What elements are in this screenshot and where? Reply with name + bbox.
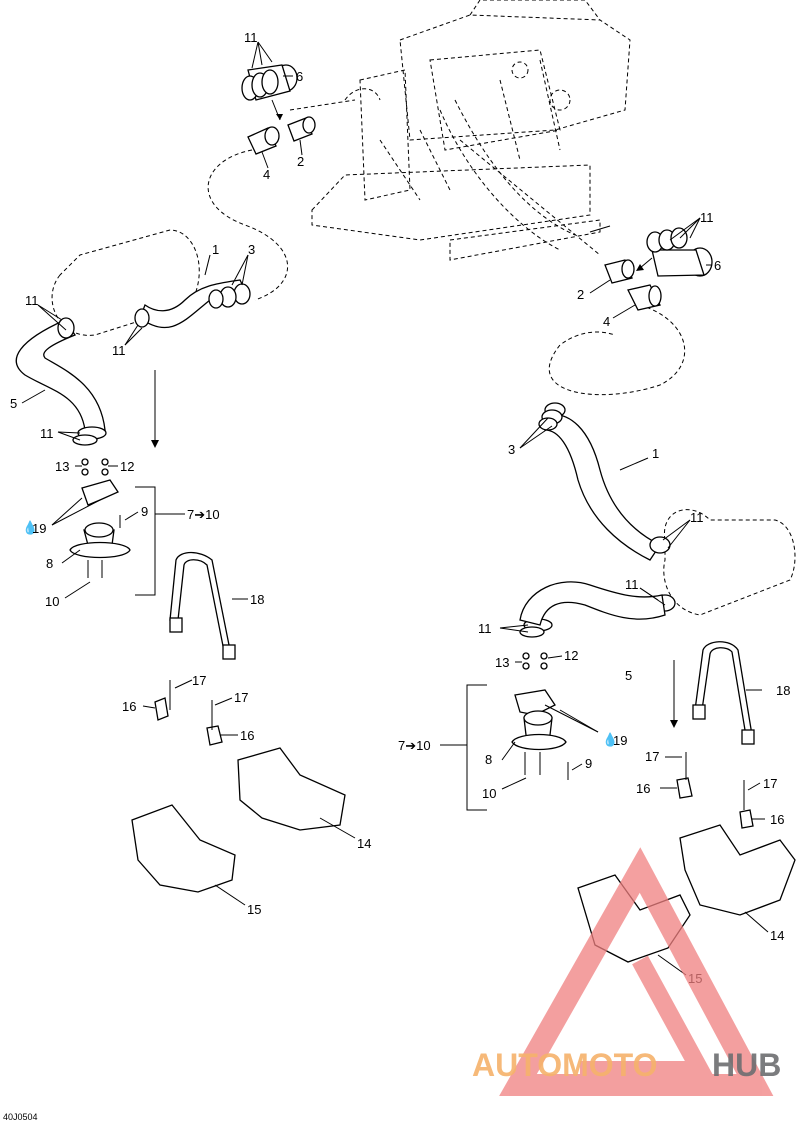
callout-10: 10 bbox=[45, 594, 59, 609]
right-nuts bbox=[522, 652, 548, 670]
right-group-bracket bbox=[466, 684, 487, 811]
callout-5: 5 bbox=[625, 668, 632, 683]
callout-14: 14 bbox=[770, 928, 784, 943]
callout-11: 11 bbox=[478, 621, 492, 636]
right-sleeves bbox=[604, 257, 662, 311]
callout-12: 12 bbox=[120, 459, 134, 474]
watermark-text: AUTOMOTO HUB bbox=[472, 1047, 781, 1083]
watermark-text-part1: AUTOMOTO bbox=[472, 1047, 657, 1083]
right-muffler-outline bbox=[663, 509, 796, 616]
callout-labels: 11 6 2 4 1 3 11 11 5 11 13 12 💧 19 9 7➔1… bbox=[10, 30, 790, 986]
callout-3: 3 bbox=[248, 242, 255, 257]
left-muffler-outline bbox=[51, 229, 200, 336]
callout-5: 5 bbox=[10, 396, 17, 411]
callout-11: 11 bbox=[700, 210, 714, 225]
callout-15: 15 bbox=[247, 902, 261, 917]
callout-10: 10 bbox=[482, 786, 496, 801]
left-strap bbox=[169, 551, 231, 652]
callout-17: 17 bbox=[234, 690, 248, 705]
callout-11: 11 bbox=[625, 577, 639, 592]
callout-6: 6 bbox=[714, 258, 721, 273]
callout-11: 11 bbox=[40, 426, 54, 441]
callout-1: 1 bbox=[212, 242, 219, 257]
right-hose-5 bbox=[519, 581, 666, 626]
callout-7-10: 7➔10 bbox=[187, 507, 220, 522]
left-brackets-16 bbox=[154, 680, 223, 746]
callout-9: 9 bbox=[141, 504, 148, 519]
left-group-bracket bbox=[135, 486, 156, 596]
left-flange-assembly bbox=[69, 479, 131, 578]
callout-7-10: 7➔10 bbox=[398, 738, 431, 753]
callout-19: 19 bbox=[32, 521, 46, 536]
watermark-text-part2: HUB bbox=[712, 1047, 781, 1083]
callout-16: 16 bbox=[240, 728, 254, 743]
callout-11: 11 bbox=[25, 293, 39, 308]
callout-8: 8 bbox=[46, 556, 53, 571]
callout-16: 16 bbox=[636, 781, 650, 796]
callout-1: 1 bbox=[652, 446, 659, 461]
watermark-logo bbox=[499, 847, 774, 1096]
watermark-triangle-outer bbox=[499, 847, 774, 1096]
left-sleeves bbox=[247, 99, 316, 155]
engine-outline bbox=[311, 0, 631, 261]
left-clamps-11 bbox=[57, 317, 107, 446]
route-line-left bbox=[207, 149, 289, 301]
callout-4: 4 bbox=[603, 314, 610, 329]
route-line-engine bbox=[459, 139, 601, 256]
callout-17: 17 bbox=[645, 749, 659, 764]
left-block-14 bbox=[237, 747, 346, 831]
callout-6: 6 bbox=[296, 69, 303, 84]
callout-16: 16 bbox=[122, 699, 136, 714]
left-top-clamp-set bbox=[241, 64, 298, 101]
callout-17: 17 bbox=[192, 673, 206, 688]
callout-19: 19 bbox=[613, 733, 627, 748]
callout-13: 13 bbox=[495, 655, 509, 670]
right-brackets-16 bbox=[676, 752, 754, 829]
callout-8: 8 bbox=[485, 752, 492, 767]
callout-14: 14 bbox=[357, 836, 371, 851]
left-nuts bbox=[81, 458, 109, 476]
callout-11: 11 bbox=[244, 30, 258, 45]
left-block-15 bbox=[131, 804, 236, 893]
callout-18: 18 bbox=[776, 683, 790, 698]
callout-18: 18 bbox=[250, 592, 264, 607]
leader-lines bbox=[21, 41, 769, 976]
callout-11: 11 bbox=[112, 343, 126, 358]
drop-icon: 💧 bbox=[602, 732, 618, 747]
right-strap bbox=[694, 641, 753, 737]
route-line-top bbox=[289, 99, 356, 111]
drop-icon: 💧 bbox=[22, 520, 38, 535]
callout-16: 16 bbox=[770, 812, 784, 827]
left-clamps-3 bbox=[134, 283, 251, 328]
right-block-14 bbox=[679, 824, 796, 916]
callout-3: 3 bbox=[508, 442, 515, 457]
callout-12: 12 bbox=[564, 648, 578, 663]
right-clamps-3 bbox=[538, 402, 566, 431]
right-top-clamp-set bbox=[646, 227, 713, 277]
left-hose-5 bbox=[15, 319, 106, 431]
callout-11: 11 bbox=[690, 510, 704, 525]
callout-13: 13 bbox=[55, 459, 69, 474]
right-hose-1 bbox=[544, 413, 661, 561]
watermark-triangle-inner bbox=[580, 955, 716, 1079]
callout-17: 17 bbox=[763, 776, 777, 791]
callout-9: 9 bbox=[585, 756, 592, 771]
callout-2: 2 bbox=[577, 287, 584, 302]
right-flange-assembly bbox=[511, 689, 569, 780]
route-line-right bbox=[548, 304, 686, 396]
callout-2: 2 bbox=[297, 154, 304, 169]
callout-4: 4 bbox=[263, 167, 270, 182]
figure-code: 40J0504 bbox=[3, 1112, 38, 1122]
